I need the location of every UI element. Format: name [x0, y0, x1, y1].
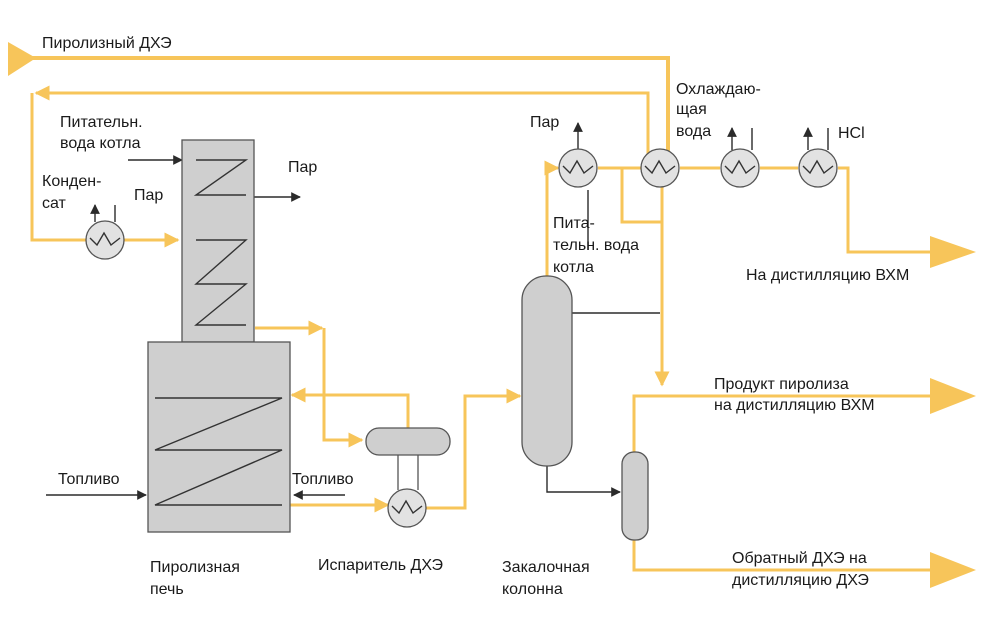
label-condensate-l1: Конден- [42, 173, 101, 190]
label-hcl: HCl [838, 125, 865, 142]
quench-column [521, 275, 573, 467]
label-pyrolysis-dhe: Пиролизный ДХЭ [42, 35, 172, 52]
label-feedwater1-l2: вода котла [60, 135, 141, 152]
label-feedwater2-l1: Пита- [553, 215, 595, 232]
bypass-exchanger-icon [640, 148, 680, 188]
label-steam3: Пар [530, 114, 559, 131]
label-feedwater2-l3: котла [553, 259, 594, 276]
label-feedwater1-l1: Питательн. [60, 114, 143, 131]
label-return-l2: дистилляцию ДХЭ [732, 572, 869, 589]
label-fuel-left: Топливо [58, 471, 120, 488]
return-dhe-arrow [930, 552, 976, 588]
label-fuel-right: Топливо [292, 471, 354, 488]
label-return-l1: Обратный ДХЭ на [732, 550, 867, 567]
heat-exchangers [85, 148, 838, 528]
separator-vessel [621, 451, 649, 541]
pyrolysis-furnace [147, 139, 291, 533]
pyrolysis-dhe-outlet-arrow [8, 42, 36, 76]
steam-exchanger-icon [558, 148, 598, 188]
label-cooling-l3: вода [676, 123, 711, 140]
label-product-l2: на дистилляцию ВХМ [714, 397, 875, 414]
label-cooling-l2: щая [676, 101, 707, 118]
label-steam1: Пар [288, 159, 317, 176]
label-to-vcm: На дистилляцию ВХМ [746, 267, 909, 284]
labels: Пиролизный ДХЭ Питательн. вода котла Пар… [42, 35, 909, 598]
hcl-exchanger-icon [798, 148, 838, 188]
evaporator-exchanger-icon [387, 488, 427, 528]
to-vcm-arrow [930, 236, 976, 268]
label-feedwater2-l2: тельн. вода [553, 237, 639, 254]
evaporator-drum [365, 427, 451, 490]
cooling-exchanger-icon [720, 148, 760, 188]
label-product-l1: Продукт пиролиза [714, 376, 849, 393]
condensate-exchanger-icon [85, 220, 125, 260]
label-evaporator: Испаритель ДХЭ [318, 557, 443, 574]
label-furnace-l1: Пиролизная [150, 559, 240, 576]
label-furnace-l2: печь [150, 581, 184, 598]
label-condensate-l2: сат [42, 195, 67, 212]
label-steam2: Пар [134, 187, 163, 204]
label-cooling-l1: Охлаждаю- [676, 81, 761, 98]
flow-lines [8, 42, 976, 588]
label-quench-l1: Закалочная [502, 559, 590, 576]
product-arrow [930, 378, 976, 414]
label-quench-l2: колонна [502, 581, 563, 598]
